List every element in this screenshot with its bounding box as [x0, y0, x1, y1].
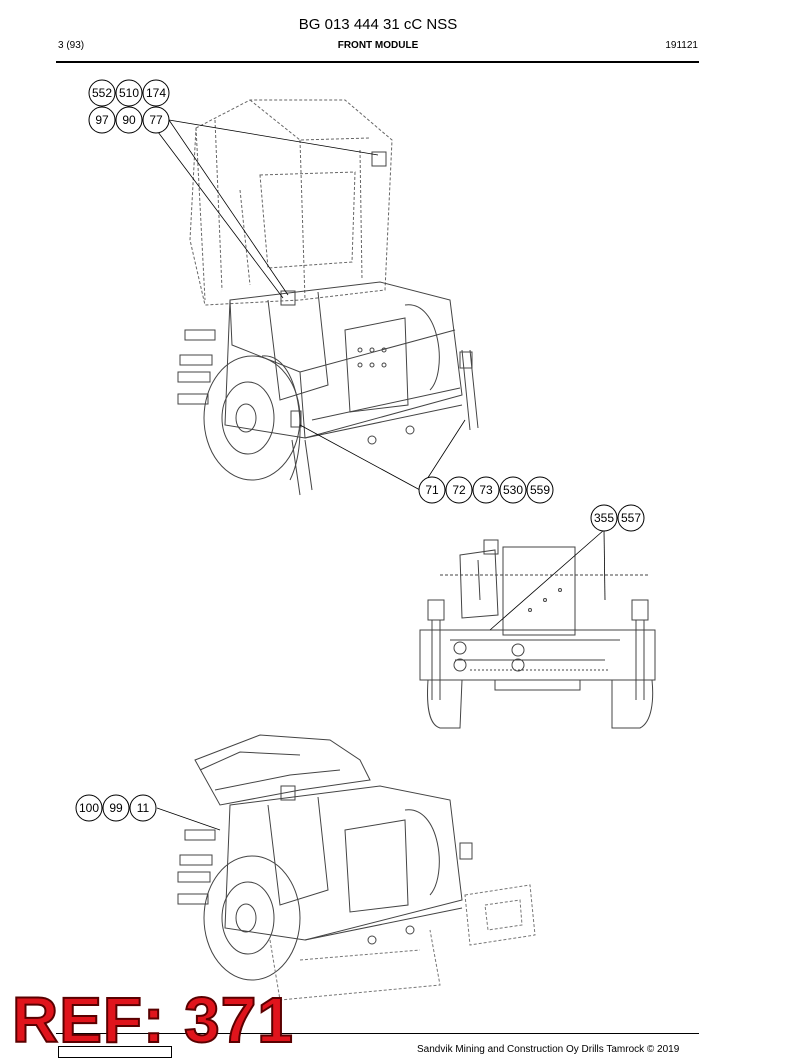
callout-510: 510 — [115, 79, 143, 107]
svg-text:510: 510 — [119, 86, 139, 100]
callout-97: 97 — [88, 106, 116, 134]
callout-557: 557 — [617, 504, 645, 532]
bottom-machine-illustration — [177, 734, 536, 1001]
svg-text:99: 99 — [109, 801, 123, 815]
callout-99: 99 — [102, 794, 130, 822]
svg-text:552: 552 — [92, 86, 112, 100]
callout-90: 90 — [115, 106, 143, 134]
callout-559: 559 — [526, 476, 554, 504]
svg-text:97: 97 — [95, 113, 109, 127]
section-title: FRONT MODULE — [337, 40, 419, 51]
svg-text:72: 72 — [452, 483, 466, 497]
document-title: BG 013 444 31 cC NSS — [298, 16, 458, 33]
callout-72: 72 — [445, 476, 473, 504]
page-number: 3 (93) — [58, 40, 85, 51]
date-code: 191121 — [665, 40, 698, 51]
svg-text:100: 100 — [79, 801, 99, 815]
callout-73: 73 — [472, 476, 500, 504]
top-machine-illustration — [177, 99, 479, 496]
rear-view-illustration — [419, 539, 656, 729]
header-rule — [56, 61, 699, 63]
footer-rule — [56, 1033, 699, 1034]
callout-100: 100 — [75, 794, 103, 822]
leader-lines — [156, 119, 606, 831]
svg-text:90: 90 — [122, 113, 136, 127]
svg-text:73: 73 — [479, 483, 493, 497]
reference-watermark: REF: 371 — [11, 984, 294, 1056]
svg-text:557: 557 — [621, 511, 641, 525]
svg-text:530: 530 — [503, 483, 523, 497]
svg-text:174: 174 — [146, 86, 166, 100]
svg-text:559: 559 — [530, 483, 550, 497]
callout-174: 174 — [142, 79, 170, 107]
callout-355: 355 — [590, 504, 618, 532]
svg-text:71: 71 — [425, 483, 439, 497]
callout-11: 11 — [129, 794, 157, 822]
callout-552: 552 — [88, 79, 116, 107]
footer-copyright: Sandvik Mining and Construction Oy Drill… — [417, 1044, 680, 1055]
svg-text:11: 11 — [137, 801, 150, 815]
callout-71: 71 — [418, 476, 446, 504]
svg-text:77: 77 — [149, 113, 163, 127]
callout-530: 530 — [499, 476, 527, 504]
callout-77: 77 — [142, 106, 170, 134]
svg-text:355: 355 — [594, 511, 614, 525]
